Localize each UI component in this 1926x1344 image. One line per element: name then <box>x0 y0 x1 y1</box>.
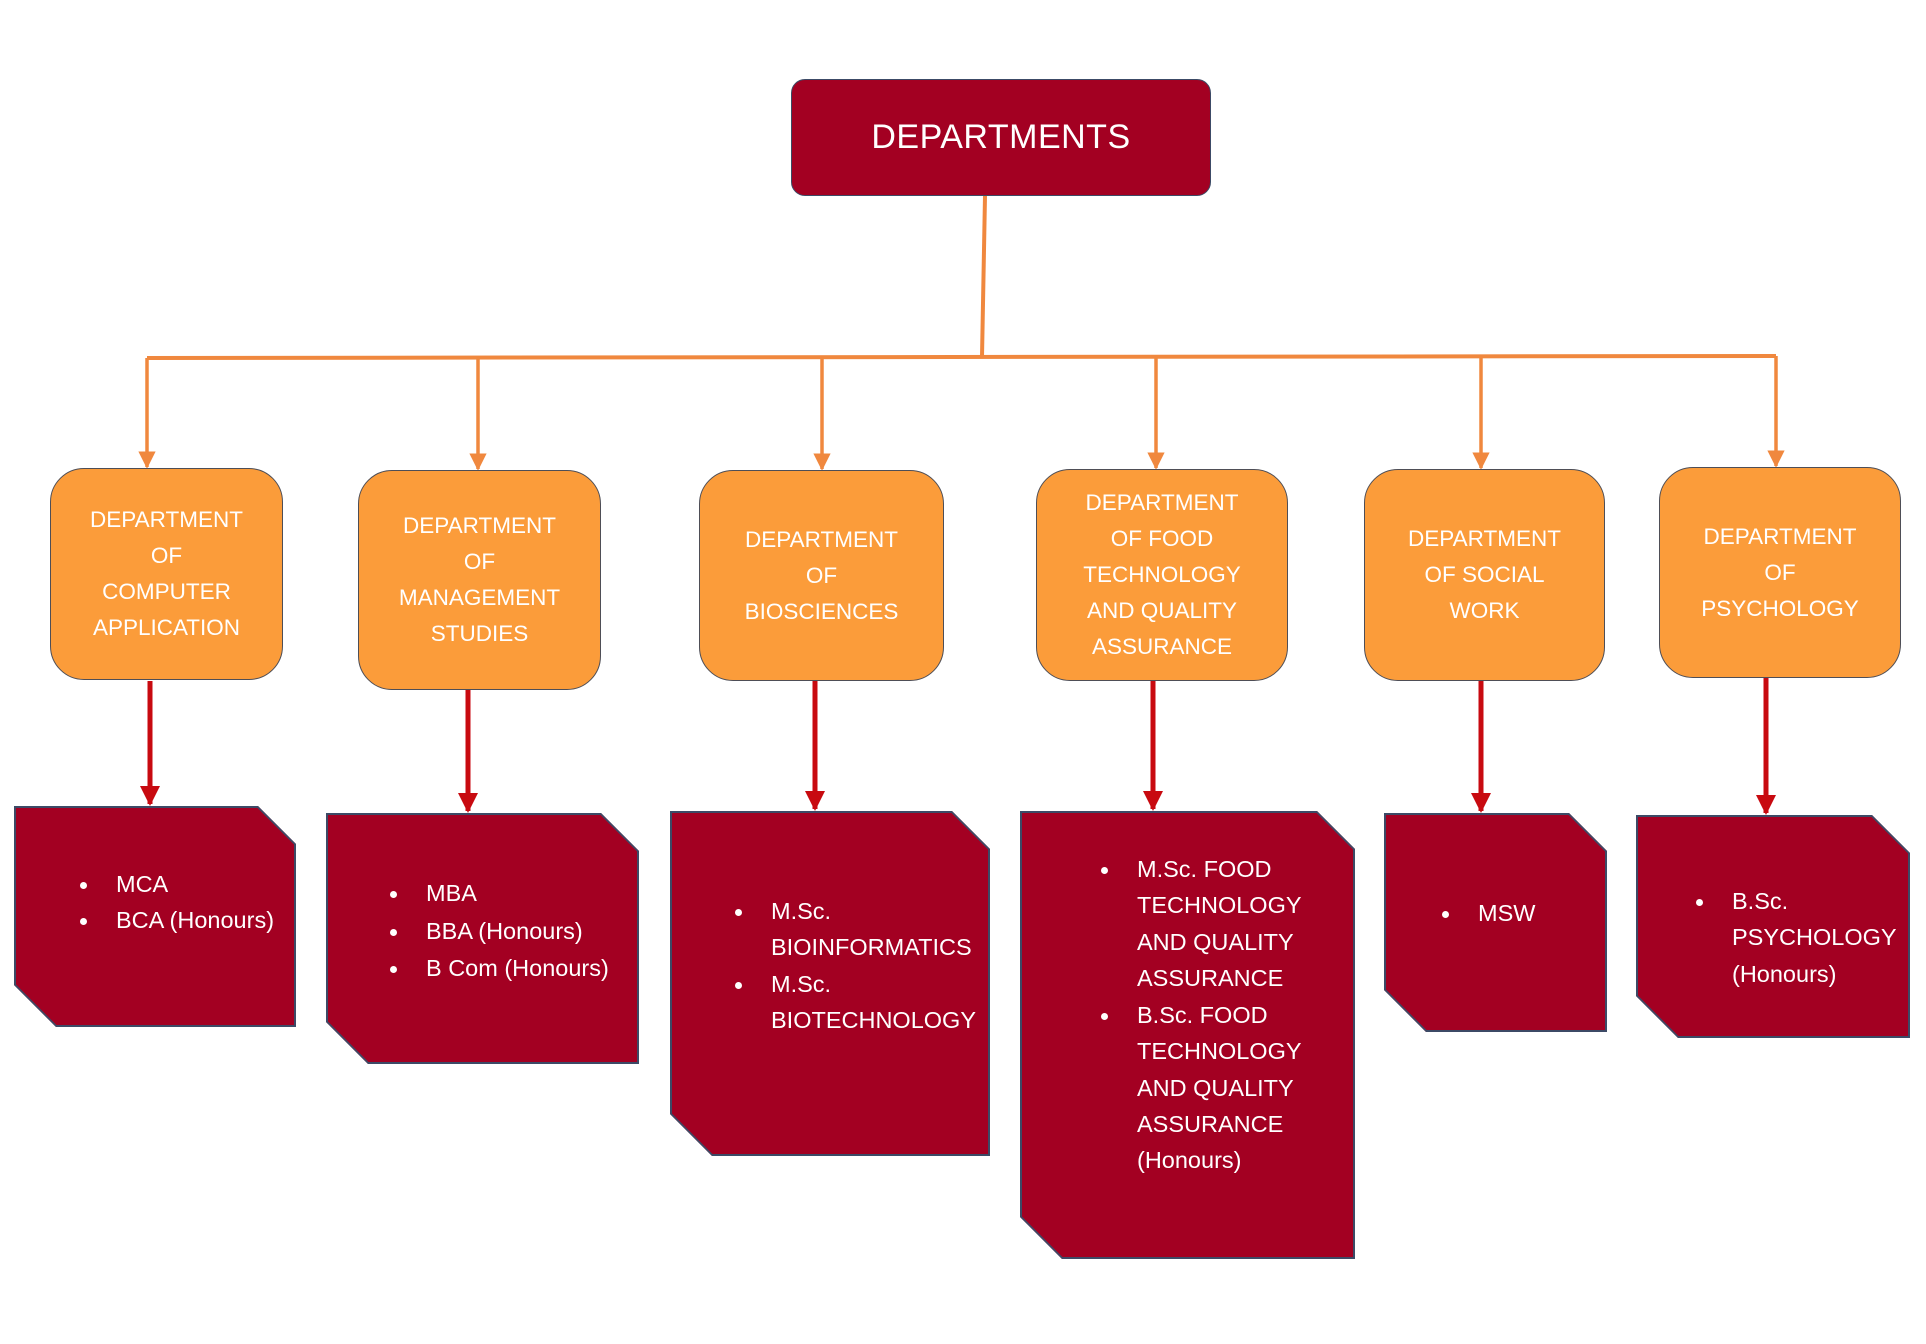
department-arrows <box>138 356 1785 471</box>
program-item: MSW <box>1438 895 1535 931</box>
program-box-computer-application: MCA BCA (Honours) <box>14 806 296 1027</box>
department-node-food-technology: DEPARTMENT OF FOOD TECHNOLOGY AND QUALIT… <box>1036 469 1288 681</box>
program-box-food-technology: M.Sc. FOOD TECHNOLOGY AND QUALITY ASSURA… <box>1020 811 1355 1259</box>
program-item: M.Sc. BIOTECHNOLOGY <box>731 966 976 1039</box>
program-item: B.Sc. FOOD TECHNOLOGY AND QUALITY ASSURA… <box>1097 997 1302 1179</box>
program-item: MBA <box>386 875 609 913</box>
department-label: DEPARTMENT OF PSYCHOLOGY <box>1701 523 1859 621</box>
department-node-psychology: DEPARTMENT OF PSYCHOLOGY <box>1659 467 1901 678</box>
program-item: M.Sc. FOOD TECHNOLOGY AND QUALITY ASSURA… <box>1097 851 1302 997</box>
program-list: M.Sc. FOOD TECHNOLOGY AND QUALITY ASSURA… <box>1097 851 1302 1179</box>
program-box-biosciences: M.Sc. BIOINFORMATICS M.Sc. BIOTECHNOLOGY <box>670 811 990 1156</box>
program-list: MCA BCA (Honours) <box>76 866 274 939</box>
program-list: M.Sc. BIOINFORMATICS M.Sc. BIOTECHNOLOGY <box>731 893 976 1039</box>
department-node-biosciences: DEPARTMENT OF BIOSCIENCES <box>699 470 944 681</box>
program-item: BBA (Honours) <box>386 913 609 951</box>
program-item: B.Sc. PSYCHOLOGY (Honours) <box>1692 883 1897 992</box>
program-item: BCA (Honours) <box>76 902 274 938</box>
root-title: DEPARTMENTS <box>871 118 1131 156</box>
program-item: B Com (Honours) <box>386 950 609 988</box>
department-node-computer-application: DEPARTMENT OF COMPUTER APPLICATION <box>50 468 283 680</box>
departments-root-node: DEPARTMENTS <box>791 79 1211 196</box>
program-item: MCA <box>76 866 274 902</box>
root-trunk <box>146 195 1777 360</box>
program-item: M.Sc. BIOINFORMATICS <box>731 893 976 966</box>
program-list: MSW <box>1438 895 1535 931</box>
program-list: B.Sc. PSYCHOLOGY (Honours) <box>1692 883 1897 992</box>
program-box-psychology: B.Sc. PSYCHOLOGY (Honours) <box>1636 815 1910 1038</box>
program-list: MBA BBA (Honours) B Com (Honours) <box>386 875 609 988</box>
department-label: DEPARTMENT OF BIOSCIENCES <box>744 526 899 624</box>
department-label: DEPARTMENT OF FOOD TECHNOLOGY AND QUALIT… <box>1083 490 1241 659</box>
department-label: DEPARTMENT OF MANAGEMENT STUDIES <box>398 513 561 646</box>
department-node-social-work: DEPARTMENT OF SOCIAL WORK <box>1364 469 1605 681</box>
program-box-social-work: MSW <box>1384 813 1607 1032</box>
program-box-management-studies: MBA BBA (Honours) B Com (Honours) <box>326 813 639 1064</box>
department-label: DEPARTMENT OF COMPUTER APPLICATION <box>90 507 243 640</box>
program-arrows <box>140 678 1776 815</box>
department-node-management-studies: DEPARTMENT OF MANAGEMENT STUDIES <box>358 470 601 690</box>
department-label: DEPARTMENT OF SOCIAL WORK <box>1408 526 1561 623</box>
